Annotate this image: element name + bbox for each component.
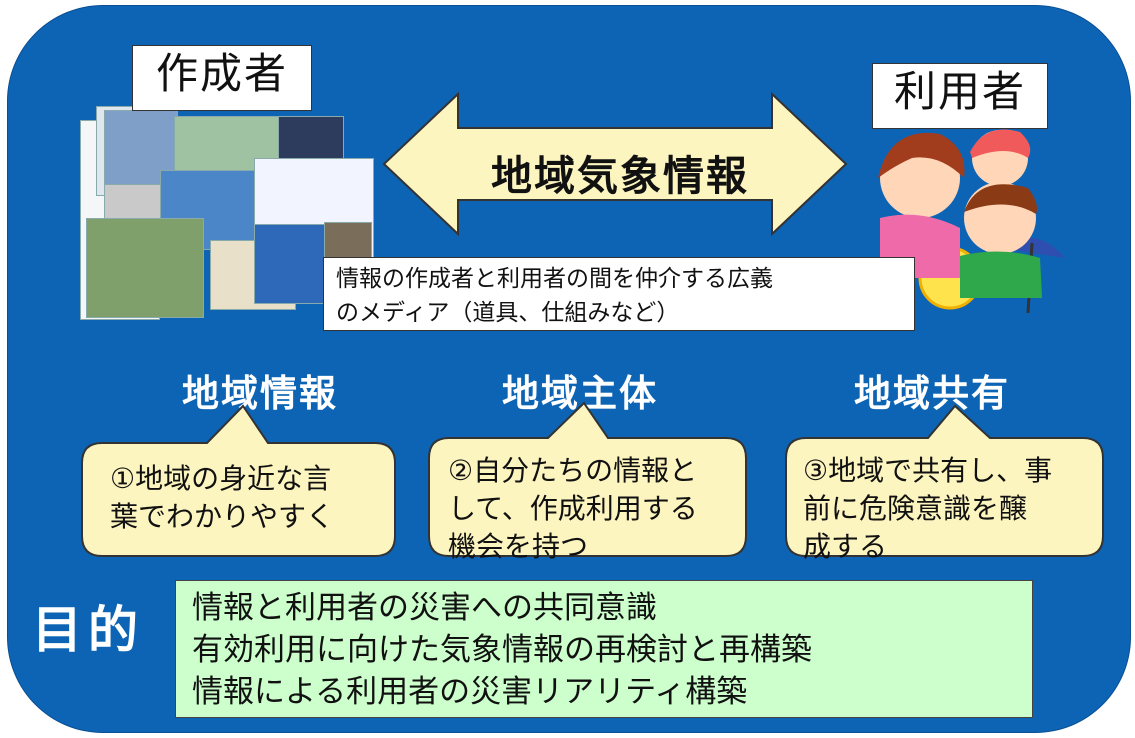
callout-1-line-2: 葉でわかりやすく [110,500,335,533]
double-arrow [382,91,848,237]
callout-3-line-1: ③地域で共有し、事 [803,454,1053,487]
callout-2-shape [428,401,747,557]
purpose-box: 情報と利用者の災害への共同意識 有効利用に向けた気象情報の再検討と再構築 情報に… [175,580,1033,718]
purpose-line-2: 有効利用に向けた気象情報の再検討と再構築 [192,632,812,668]
callout-2-line-2: して、作成利用する [448,492,698,525]
purpose-line-3: 情報による利用者の災害リアリティ構築 [192,674,748,710]
keyword-local-sharing: 地域共有 [854,372,1010,415]
callout-1-line-1: ①地域の身近な言 [110,462,332,495]
callout-1-shape [81,404,396,557]
creator-label: 作成者 [132,45,312,111]
callout-2-text: ②自分たちの情報と して、作成利用する 機会を持つ [448,452,733,566]
callout-3-text: ③地域で共有し、事 前に危険意識を醸 成する [803,452,1093,566]
description-line-2: のメディア（道具、仕組みなど） [336,300,680,326]
callout-2-line-3: 機会を持つ [448,530,589,563]
callout-3-line-2: 前に危険意識を醸 [803,492,1028,525]
callout-3-shape [785,404,1104,557]
description-box: 情報の作成者と利用者の間を仲介する広義 のメディア（道具、仕組みなど） [323,257,915,331]
user-label: 利用者 [872,63,1048,129]
purpose-line-1: 情報と利用者の災害への共同意識 [192,590,657,626]
weather-screenshots-collage [74,98,374,320]
purpose-heading: 目的 [32,601,144,659]
description-line-1: 情報の作成者と利用者の間を仲介する広義 [336,266,773,292]
callout-1-text: ①地域の身近な言 葉でわかりやすく [110,460,385,536]
callout-3-line-3: 成する [803,530,888,563]
callout-2-line-1: ②自分たちの情報と [448,454,698,487]
keyword-local-info: 地域情報 [182,372,338,415]
arrow-label: 地域気象情報 [491,152,749,200]
